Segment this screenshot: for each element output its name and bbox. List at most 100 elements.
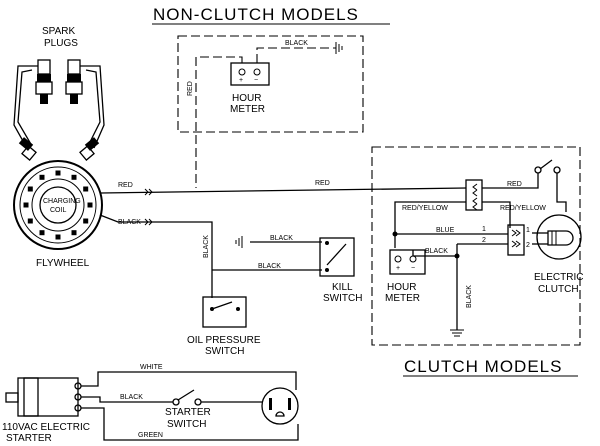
clutch-section-box (371, 146, 581, 346)
wire-red-main (100, 187, 467, 194)
wire-label-black-top: BLACK (285, 40, 308, 47)
flywheel-bolts (23, 170, 93, 240)
junction-dot (392, 231, 398, 237)
non-clutch-heading: NON-CLUTCH MODELS (153, 5, 359, 24)
wire-label-red-main-right: RED (315, 180, 330, 187)
spark-plug-right-icon (65, 59, 83, 104)
flywheel-icon (13, 160, 103, 250)
wire-red-yellow-right (482, 201, 511, 228)
electric-starter-icon (5, 377, 79, 417)
wire-label-white-starter: WHITE (140, 364, 163, 371)
clutch-connector (507, 224, 525, 256)
connector-chevron-icon (144, 188, 153, 196)
hour-meter-top-label: METER (230, 104, 265, 115)
plus-sign: + (396, 265, 400, 272)
kill-switch-icon (319, 237, 355, 277)
terminal (236, 307, 240, 311)
hour-meter-top (230, 62, 270, 86)
flywheel-bolt (55, 170, 61, 176)
flywheel-bolt (71, 174, 77, 180)
electric-starter-label: STARTER (6, 433, 52, 444)
connector-chevron-icon (472, 183, 478, 197)
electric-clutch-label: ELECTRIC (534, 272, 583, 283)
connector-block (465, 179, 483, 211)
flywheel-bolt (23, 202, 29, 208)
flywheel-bolt (83, 218, 89, 224)
switch-lever (211, 301, 233, 310)
plus-sign: + (239, 77, 243, 84)
wire-label-red-yellow-right: RED/YELLOW (500, 205, 546, 212)
wire-black-flywheel (99, 214, 213, 298)
ground-symbol (450, 329, 464, 337)
pin-2-label: 2 (482, 237, 486, 244)
spark-plug-left-icon (35, 59, 53, 104)
wire-label-black-kill-lower: BLACK (258, 263, 281, 270)
wire-label-red-yellow-left: RED/YELLOW (402, 205, 448, 212)
charging-coil-label: CHARGING (43, 198, 81, 205)
spark-plugs-label: SPARK (42, 26, 75, 37)
wire-label-black-clutch-meter: BLACK (425, 248, 448, 255)
wire-red-clutch (482, 173, 539, 189)
hour-meter-top-label: HOUR (232, 93, 261, 104)
wire-black-clutch-meter (412, 250, 457, 257)
wire-label-red-clutch: RED (507, 181, 522, 188)
hour-meter-clutch (389, 249, 426, 275)
switch-lever (539, 159, 553, 170)
flywheel-label: FLYWHEEL (36, 258, 90, 269)
starter-switch-label: SWITCH (167, 419, 206, 430)
terminal (325, 241, 329, 245)
switch-lever (326, 243, 347, 266)
oil-pressure-switch-label: OIL PRESSURE (187, 335, 261, 346)
plug-lead-left (13, 65, 38, 151)
oil-pressure-switch-icon (202, 296, 247, 328)
flywheel-bolt (27, 186, 33, 192)
flywheel-bolt (87, 202, 93, 208)
wire-label-black-clutch-ground: BLACK (466, 285, 473, 308)
connector-chevron-icon (472, 197, 478, 211)
switch-contact (553, 166, 561, 174)
wire-black-starter (81, 396, 173, 403)
terminal (409, 255, 417, 263)
kill-switch-label: SWITCH (323, 293, 362, 304)
terminal (325, 268, 329, 272)
ground-symbol (235, 236, 243, 248)
electric-clutch-icon (532, 214, 582, 260)
wire-white-starter (81, 371, 297, 390)
wire-label-blue: BLUE (436, 227, 455, 234)
clutch-heading: CLUTCH MODELS (404, 357, 562, 376)
ground-symbol (335, 42, 343, 54)
wire-green-starter (81, 407, 299, 441)
hour-meter-clutch-label: METER (385, 293, 420, 304)
wire-label-black-kill-upper: BLACK (270, 235, 293, 242)
spark-plugs-label: PLUGS (44, 38, 78, 49)
oil-pressure-switch-label: SWITCH (205, 346, 244, 357)
starter-switch-label: STARTER (165, 407, 211, 418)
wire-clutch-switch (556, 173, 567, 212)
plug-connector-left-icon (18, 137, 37, 161)
wire-label-red-main-left: RED (118, 182, 133, 189)
flywheel-bolt (71, 230, 77, 236)
terminal (238, 68, 246, 76)
hour-meter-clutch-label: HOUR (387, 282, 416, 293)
electric-clutch-label: CLUTCH (538, 284, 579, 295)
switch-contact (534, 166, 542, 174)
pin-1-label: 1 (482, 226, 486, 233)
charging-coil-label: COIL (50, 207, 66, 214)
switch-lever (177, 389, 195, 401)
terminal (253, 68, 261, 76)
minus-sign: − (411, 265, 415, 272)
junction-dot (454, 253, 460, 259)
wire-label-red-top: RED (187, 81, 194, 96)
switch-contact (194, 398, 202, 406)
flywheel-bolt (27, 218, 33, 224)
connector-chevron-icon (511, 240, 521, 248)
plug-lead-left (17, 69, 33, 147)
wire-label-black-starter: BLACK (120, 394, 143, 401)
connector-chevron-icon (511, 229, 521, 237)
non-clutch-section-box (177, 35, 364, 133)
wire-label-green-starter: GREEN (138, 432, 163, 439)
clutch-pin-2-label: 2 (526, 242, 530, 249)
wire-label-black-flywheel: BLACK (118, 219, 141, 226)
flywheel-bolt (83, 186, 89, 192)
